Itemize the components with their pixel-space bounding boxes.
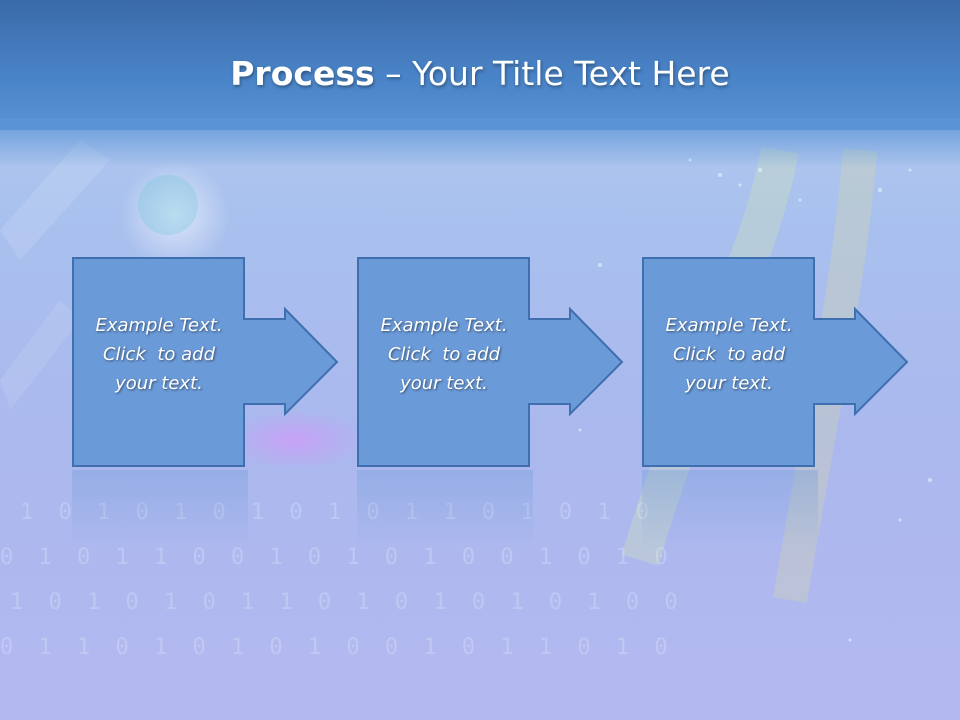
step-label-line: your text.: [400, 373, 488, 394]
sphere: [138, 175, 198, 235]
binary-pattern: 0 1 1 0 1 0 1 0 1 0 0 1 0 1 1 0 1 0: [0, 635, 674, 660]
arrow-shape: [642, 257, 909, 467]
slide-title[interactable]: Process – Your Title Text Here: [0, 52, 960, 96]
binary-pattern: 1 0 1 0 1 0 1 1 0 1 0 1 0 1 0 1 0 0: [10, 590, 684, 615]
step-label: Example Text. Click to add your text.: [649, 311, 809, 398]
step-label-line: your text.: [685, 373, 773, 394]
step-label-line: Click to add: [387, 344, 500, 365]
binary-pattern: 0 1 0 1 1 0 0 1 0 1 0 1 0 0 1 0 1 0: [0, 545, 674, 570]
step-text-box[interactable]: Example Text. Click to add your text.: [357, 257, 531, 466]
title-rest: – Your Title Text Here: [374, 54, 730, 93]
arrow-shape: [72, 257, 339, 467]
sphere-glow: [120, 160, 230, 270]
step-label-line: Example Text.: [665, 315, 793, 336]
title-bar: [0, 0, 960, 130]
step-label-line: your text.: [115, 373, 203, 394]
step-label-line: Click to add: [102, 344, 215, 365]
sparkles: [578, 158, 932, 642]
step-label-line: Example Text.: [95, 315, 223, 336]
title-bar-fade: [0, 118, 960, 168]
step-text-box[interactable]: Example Text. Click to add your text.: [642, 257, 816, 466]
step-label: Example Text. Click to add your text.: [79, 311, 239, 398]
step-reflection: [642, 470, 818, 550]
title-bold: Process: [230, 54, 375, 93]
step-reflection: [357, 470, 533, 550]
binary-pattern: 1 0 1 0 1 0 1 0 1 0 1 1 0 1 0 1 0: [20, 500, 656, 525]
pink-glow: [225, 410, 365, 470]
process-step-1[interactable]: Example Text. Click to add your text.: [72, 257, 412, 467]
step-label-line: Click to add: [672, 344, 785, 365]
step-text-box[interactable]: Example Text. Click to add your text.: [72, 257, 246, 466]
step-reflection: [72, 470, 248, 550]
step-label-line: Example Text.: [380, 315, 508, 336]
process-step-3[interactable]: Example Text. Click to add your text.: [642, 257, 960, 467]
panel-1: [0, 140, 110, 260]
arrow-shape: [357, 257, 624, 467]
panel-2: [0, 300, 80, 410]
process-step-2[interactable]: Example Text. Click to add your text.: [357, 257, 697, 467]
step-label: Example Text. Click to add your text.: [364, 311, 524, 398]
